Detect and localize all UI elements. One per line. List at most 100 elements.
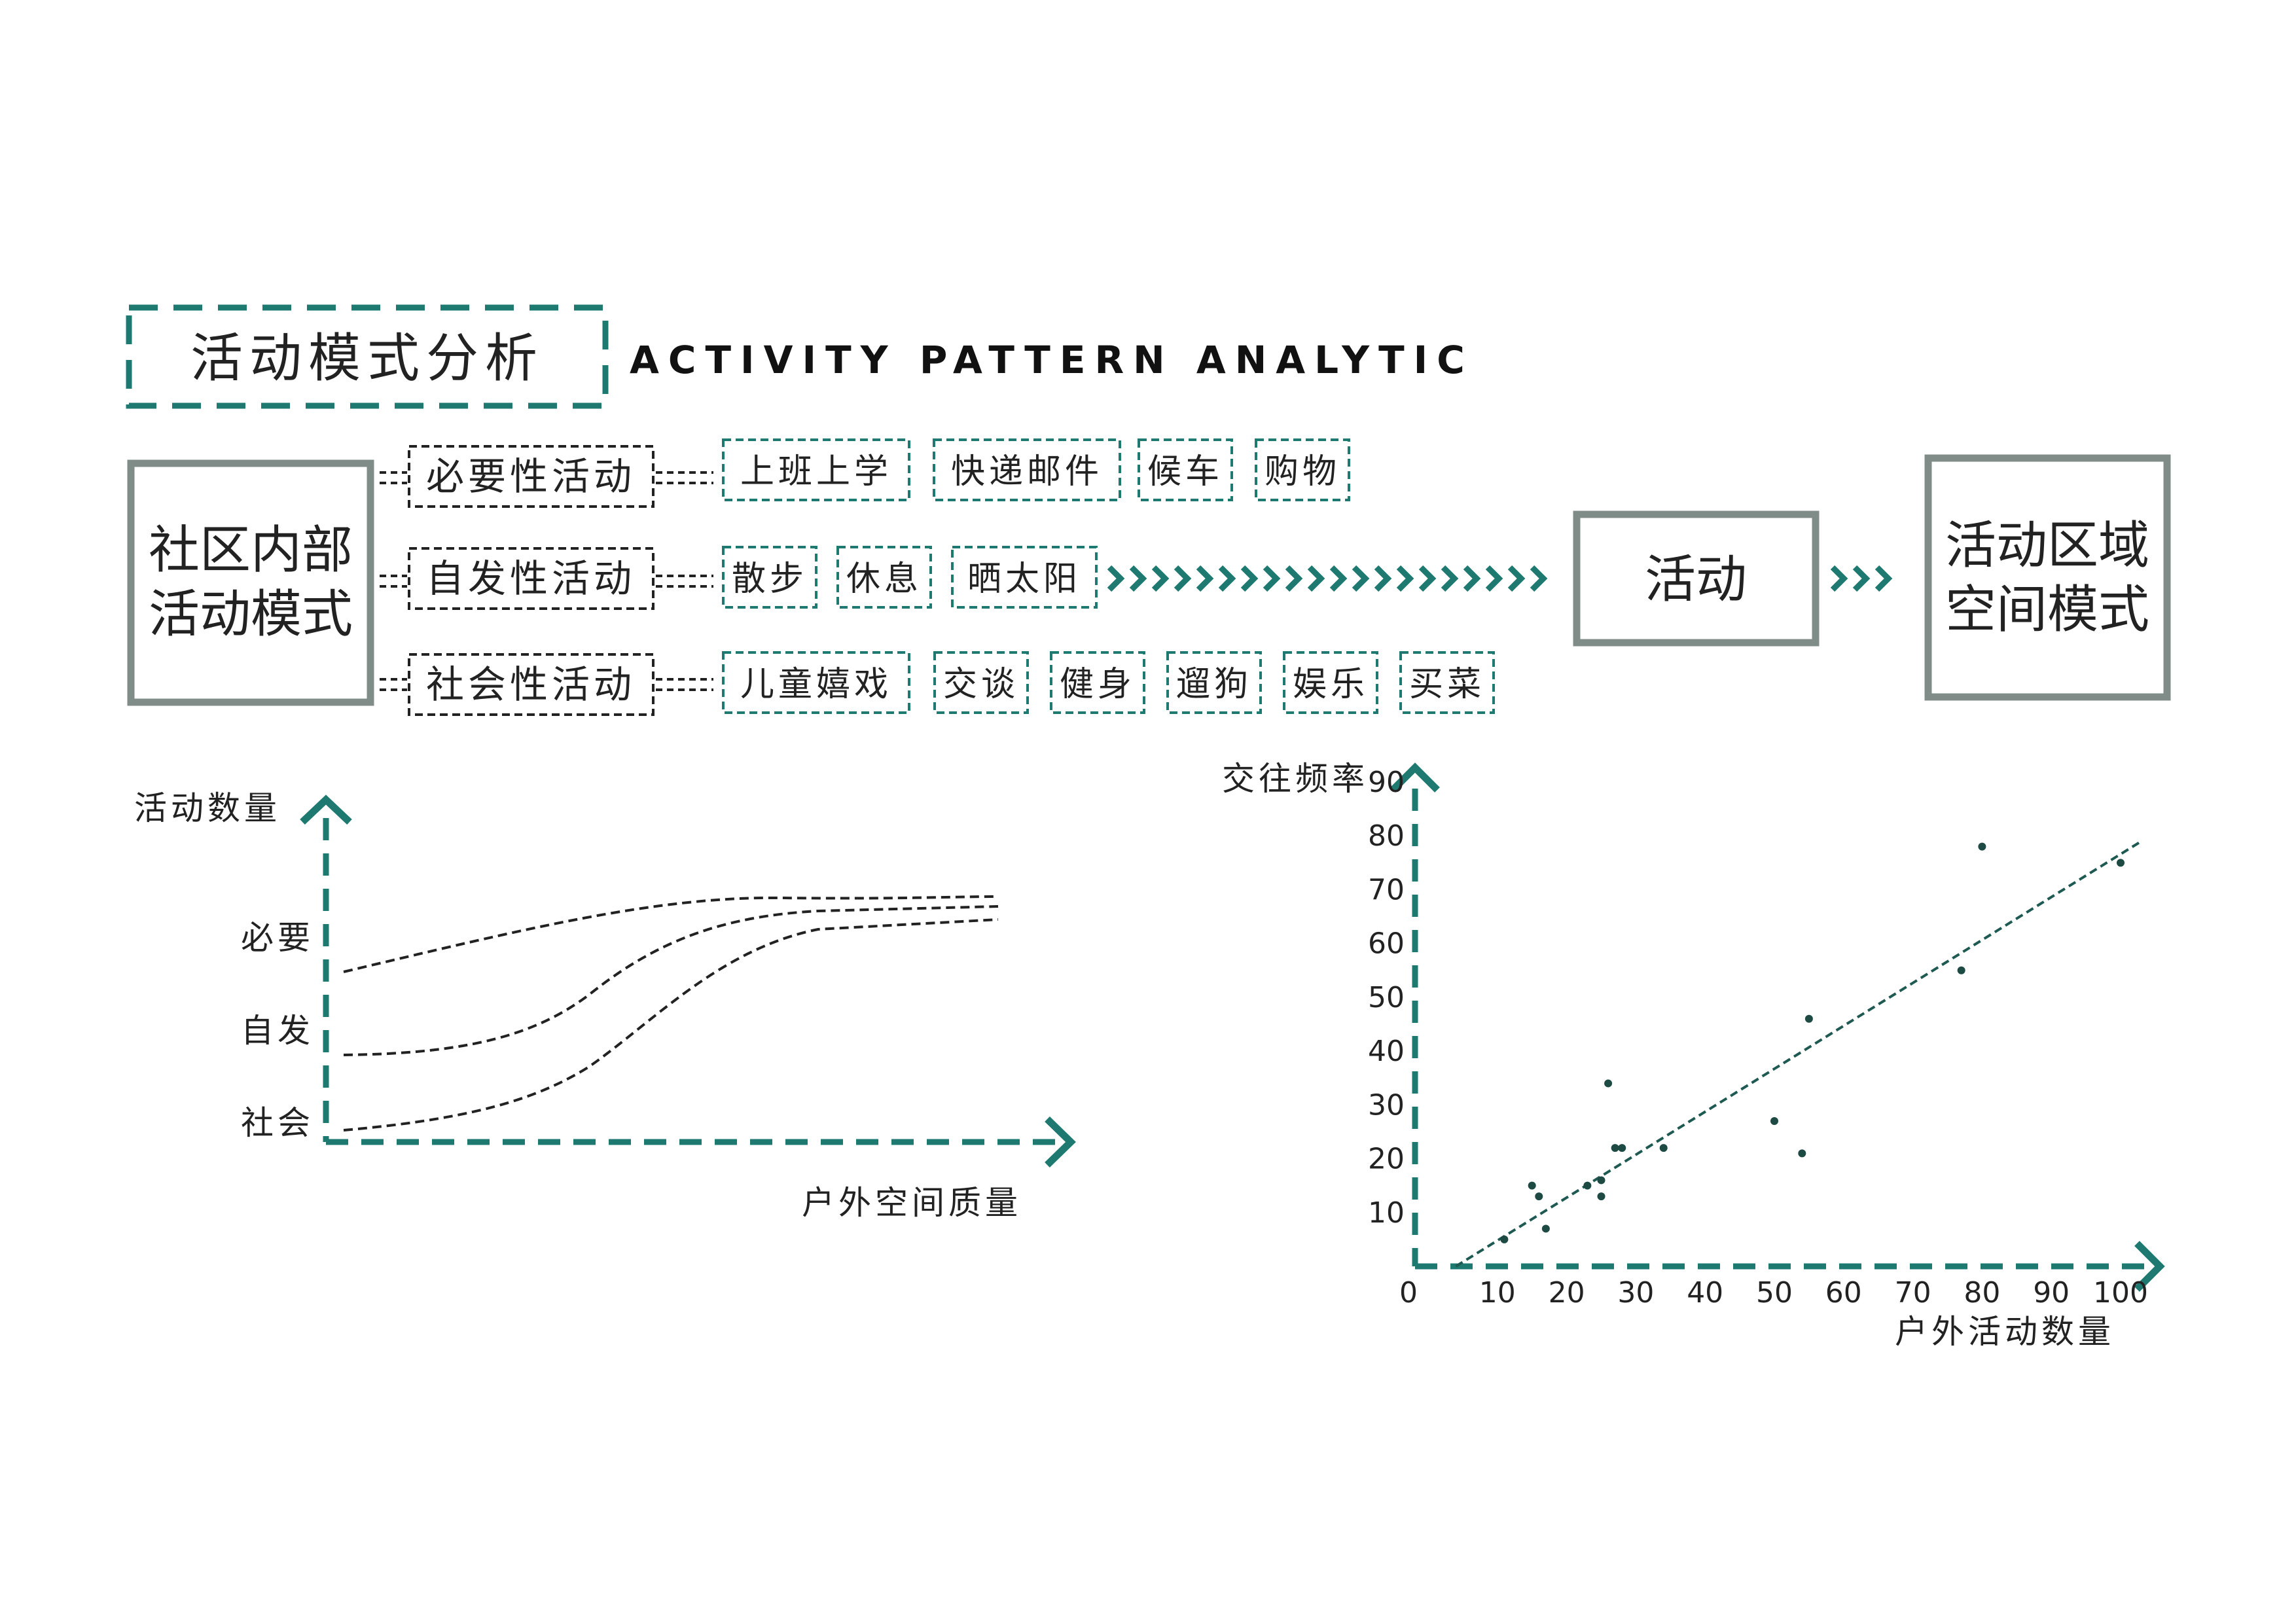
item-label: 候车: [1147, 452, 1223, 491]
y-axis-arrow-icon: [1390, 762, 1440, 793]
y-tick-label: 20: [1368, 1143, 1405, 1176]
level-label-social: 社会: [241, 1104, 314, 1142]
y-tick-label: 70: [1368, 873, 1405, 906]
x-tick-label: 90: [2033, 1276, 2070, 1310]
chevron-icon: [1240, 565, 1259, 592]
data-point: [1618, 1144, 1626, 1152]
source-connectors: [380, 471, 407, 691]
item-label: 遛狗: [1176, 665, 1252, 704]
data-point: [1500, 1235, 1509, 1243]
data-point: [1804, 1014, 1813, 1023]
item-label: 购物: [1265, 452, 1340, 491]
category-social: 社会性活动: [408, 653, 655, 716]
item-label: 交谈: [943, 665, 1019, 704]
chevron-icon: [1174, 565, 1192, 592]
title-box: [126, 304, 609, 409]
source-label-line1: 社区内部: [149, 521, 353, 580]
x-tick-label: 80: [1964, 1276, 2000, 1310]
middle-label: 活动: [1645, 550, 1747, 609]
chevron-icon: [1285, 565, 1303, 592]
chevron-icon: [1852, 565, 1871, 592]
y-tick-label: 10: [1368, 1196, 1405, 1230]
x-axis-label: 户外活动数量: [1895, 1313, 2115, 1351]
item-label: 买菜: [1409, 665, 1485, 704]
curve-chart: 活动数量 户外空间质量 必要 自发 社会: [134, 789, 1076, 1222]
data-point: [1597, 1192, 1605, 1201]
chevron-icon: [1307, 565, 1325, 592]
x-tick-label: 70: [1895, 1276, 1931, 1310]
chevron-icon: [1530, 565, 1548, 592]
y-tick-label: 90: [1368, 766, 1405, 799]
item-label: 散步: [732, 560, 808, 599]
x-tick-label: 30: [1617, 1276, 1654, 1310]
category-spontaneous: 自发性活动: [408, 547, 655, 610]
item-label: 儿童嬉戏: [740, 665, 892, 704]
data-point: [1611, 1144, 1619, 1152]
curve-necessary: [343, 895, 999, 973]
item-connectors: [656, 471, 713, 691]
x-tick-label: 60: [1825, 1276, 1862, 1310]
source-label-line2: 活动模式: [149, 585, 353, 644]
category-label: 必要性活动: [426, 454, 636, 499]
data-point: [1659, 1144, 1668, 1152]
source-box: [127, 459, 374, 706]
y-tick-label: 50: [1368, 981, 1405, 1014]
data-point: [1535, 1192, 1543, 1201]
curve-spontaneous: [343, 905, 999, 1056]
y-axis-label: 活动数量: [134, 789, 281, 827]
item-row-social: 儿童嬉戏 交谈 健身 遛狗 娱乐 买菜: [722, 651, 1495, 714]
item-row-necessary: 上班上学 快递邮件 候车 购物: [722, 438, 1350, 501]
item-label: 上班上学: [740, 452, 892, 491]
x-tick-label: 40: [1687, 1276, 1723, 1310]
result-label-line1: 活动区域: [1945, 516, 2149, 575]
chevron-icon: [1507, 565, 1526, 592]
chevron-icon: [1352, 565, 1370, 592]
chevron-icon: [1830, 565, 1848, 592]
category-necessary: 必要性活动: [408, 445, 655, 508]
x-tick-label: 0: [1399, 1276, 1418, 1310]
chevron-icon: [1263, 565, 1281, 592]
data-points: [1500, 842, 2125, 1243]
item-label: 快递邮件: [951, 452, 1103, 491]
page-subtitle: ACTIVITY PATTERN ANALYTIC: [630, 338, 1474, 382]
x-tick-label: 20: [1549, 1276, 1585, 1310]
chevron-icon: [1107, 565, 1125, 592]
level-label-necessary: 必要: [241, 919, 314, 957]
data-point: [1597, 1176, 1605, 1185]
data-point: [1541, 1224, 1550, 1233]
data-point: [1978, 842, 1986, 851]
chevron-icon: [1218, 565, 1236, 592]
x-tick-label: 50: [1756, 1276, 1793, 1310]
item-label: 晒太阳: [967, 560, 1081, 599]
chevron-icon: [1196, 565, 1214, 592]
page-title: 活动模式分析: [190, 328, 544, 389]
result-label-line2: 空间模式: [1945, 580, 2149, 639]
chevron-icon: [1396, 565, 1414, 592]
chevron-icon: [1463, 565, 1481, 592]
y-axis-arrow-icon: [300, 794, 352, 825]
result-box: [1924, 454, 2171, 701]
y-tick-label: 60: [1368, 927, 1405, 961]
x-tick-label: 10: [1479, 1276, 1516, 1310]
chevron-icon: [1151, 565, 1170, 592]
y-axis-label: 交往频率: [1222, 760, 1369, 798]
item-label: 休息: [846, 560, 922, 599]
x-tick-label: 100: [2093, 1276, 2148, 1310]
category-label: 社会性活动: [426, 662, 636, 707]
y-tick-label: 40: [1368, 1035, 1405, 1068]
chevron-arrow-chain: [1830, 565, 1893, 592]
x-axis-arrow-icon: [1045, 1116, 1076, 1168]
data-point: [1798, 1149, 1806, 1158]
trend-line: [1455, 840, 2142, 1268]
chevron-icon: [1418, 565, 1437, 592]
item-label: 健身: [1060, 665, 1136, 704]
data-point: [1770, 1117, 1778, 1125]
data-point: [1604, 1079, 1613, 1088]
level-label-spontaneous: 自发: [241, 1012, 314, 1050]
chevron-icon: [1441, 565, 1459, 592]
data-point: [1583, 1181, 1592, 1190]
chevron-icon: [1129, 565, 1147, 592]
y-tick-label: 80: [1368, 819, 1405, 853]
